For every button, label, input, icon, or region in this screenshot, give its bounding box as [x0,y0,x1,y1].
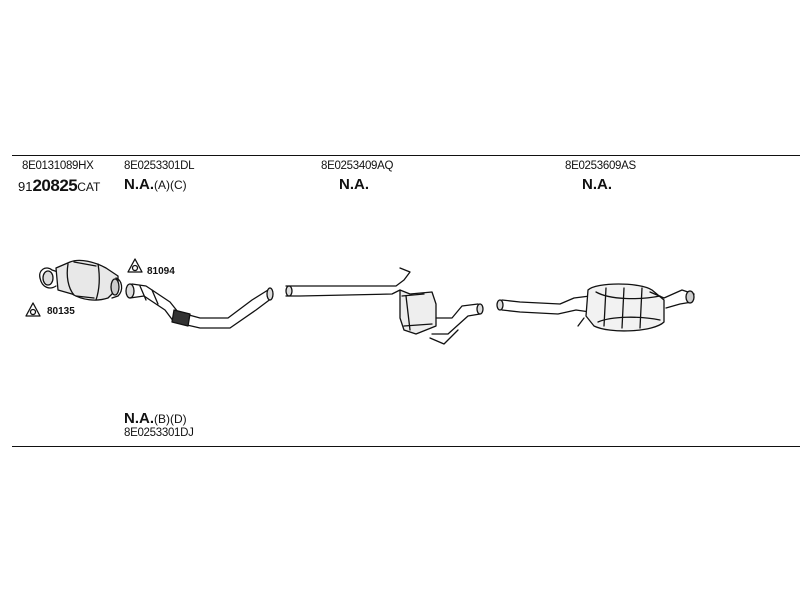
rear-pipe-and-muffler [496,283,695,332]
top-divider-line [12,155,800,156]
lower-na-suffix: (B)(D) [154,412,187,426]
rear-part-number: 8E0253609AS [565,160,636,172]
bottom-divider-line [12,446,800,447]
lower-part-number: 8E0253301DJ [124,427,194,439]
cat-part-number: 8E0131089HX [22,160,94,172]
cat-code-suffix: CAT [77,180,101,194]
lower-na-label: N.A. [124,410,154,427]
front-pipe-na-label: N.A. [124,176,154,193]
gasket-80135-triangle-icon [25,302,41,317]
center-pipe-and-muffler [285,267,484,345]
rear-na: N.A. [582,176,612,193]
gasket-81094-triangle-icon [127,258,143,273]
front-pipe-na-suffix: (A)(C) [154,178,187,192]
center-part-number: 8E0253409AQ [321,160,394,172]
center-na: N.A. [339,176,369,193]
gasket-81094-label: 81094 [147,266,175,277]
cat-code-prefix: 91 [18,179,33,194]
cat-code-main: 20825 [32,176,78,195]
front-pipe [125,283,274,329]
catalytic-converter [39,259,123,301]
cat-code: 9120825CAT [18,176,100,196]
front-pipe-na: N.A.(A)(C) [124,176,187,193]
front-pipe-part-number: 8E0253301DL [124,160,195,172]
lower-na: N.A.(B)(D) [124,410,187,427]
gasket-80135-label: 80135 [47,306,75,317]
